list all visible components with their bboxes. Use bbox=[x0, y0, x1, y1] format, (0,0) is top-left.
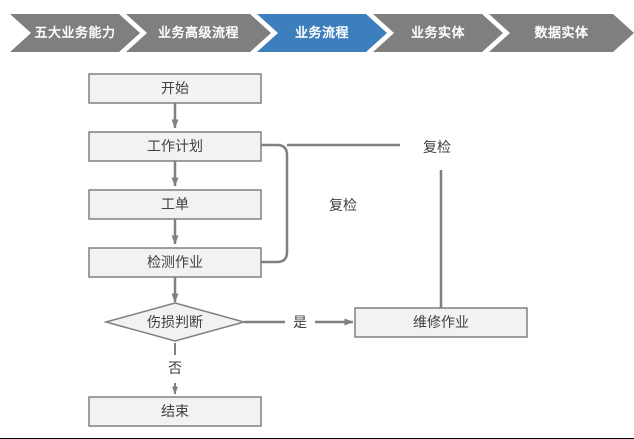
node-inspect[interactable] bbox=[88, 247, 262, 278]
breadcrumb-chevron-1[interactable] bbox=[10, 14, 140, 52]
node-end-label: 结束 bbox=[161, 403, 189, 419]
node-workorder-label: 工单 bbox=[161, 196, 189, 212]
node-workplan-label: 工作计划 bbox=[147, 138, 203, 154]
flowchart: 开始 工作计划 工单 检测作业 伤损判断 维修作业 结束 复检 复检 是 否 bbox=[0, 56, 634, 438]
breadcrumb-svg bbox=[10, 14, 634, 52]
node-decision-label: 伤损判断 bbox=[147, 314, 203, 330]
edge-label-yes: 是 bbox=[293, 314, 307, 330]
breadcrumb-chevron-3[interactable] bbox=[257, 14, 387, 52]
edge-label-recheck-repair: 复检 bbox=[423, 139, 451, 155]
breadcrumb-chevron-5[interactable] bbox=[489, 14, 634, 52]
node-repair[interactable] bbox=[354, 307, 528, 338]
node-workorder[interactable] bbox=[88, 189, 262, 220]
node-start[interactable] bbox=[88, 73, 262, 104]
flowchart-svg: 开始 工作计划 工单 检测作业 伤损判断 维修作业 结束 复检 复检 是 否 bbox=[88, 73, 528, 427]
breadcrumb: 五大业务能力 业务高级流程 业务流程 业务实体 数据实体 bbox=[0, 0, 634, 56]
edge-label-no: 否 bbox=[168, 360, 182, 376]
node-inspect-label: 检测作业 bbox=[147, 254, 203, 270]
node-repair-label: 维修作业 bbox=[413, 314, 469, 330]
connector-inspect-recheck-to-workplan bbox=[179, 141, 289, 264]
node-workplan[interactable] bbox=[88, 131, 262, 162]
node-end[interactable] bbox=[88, 396, 262, 427]
breadcrumb-chevron-2[interactable] bbox=[126, 14, 271, 52]
node-decision[interactable] bbox=[103, 302, 247, 342]
edge-label-recheck-inspect: 复检 bbox=[329, 197, 357, 213]
breadcrumb-chevron-4[interactable] bbox=[373, 14, 503, 52]
node-start-label: 开始 bbox=[161, 80, 189, 96]
